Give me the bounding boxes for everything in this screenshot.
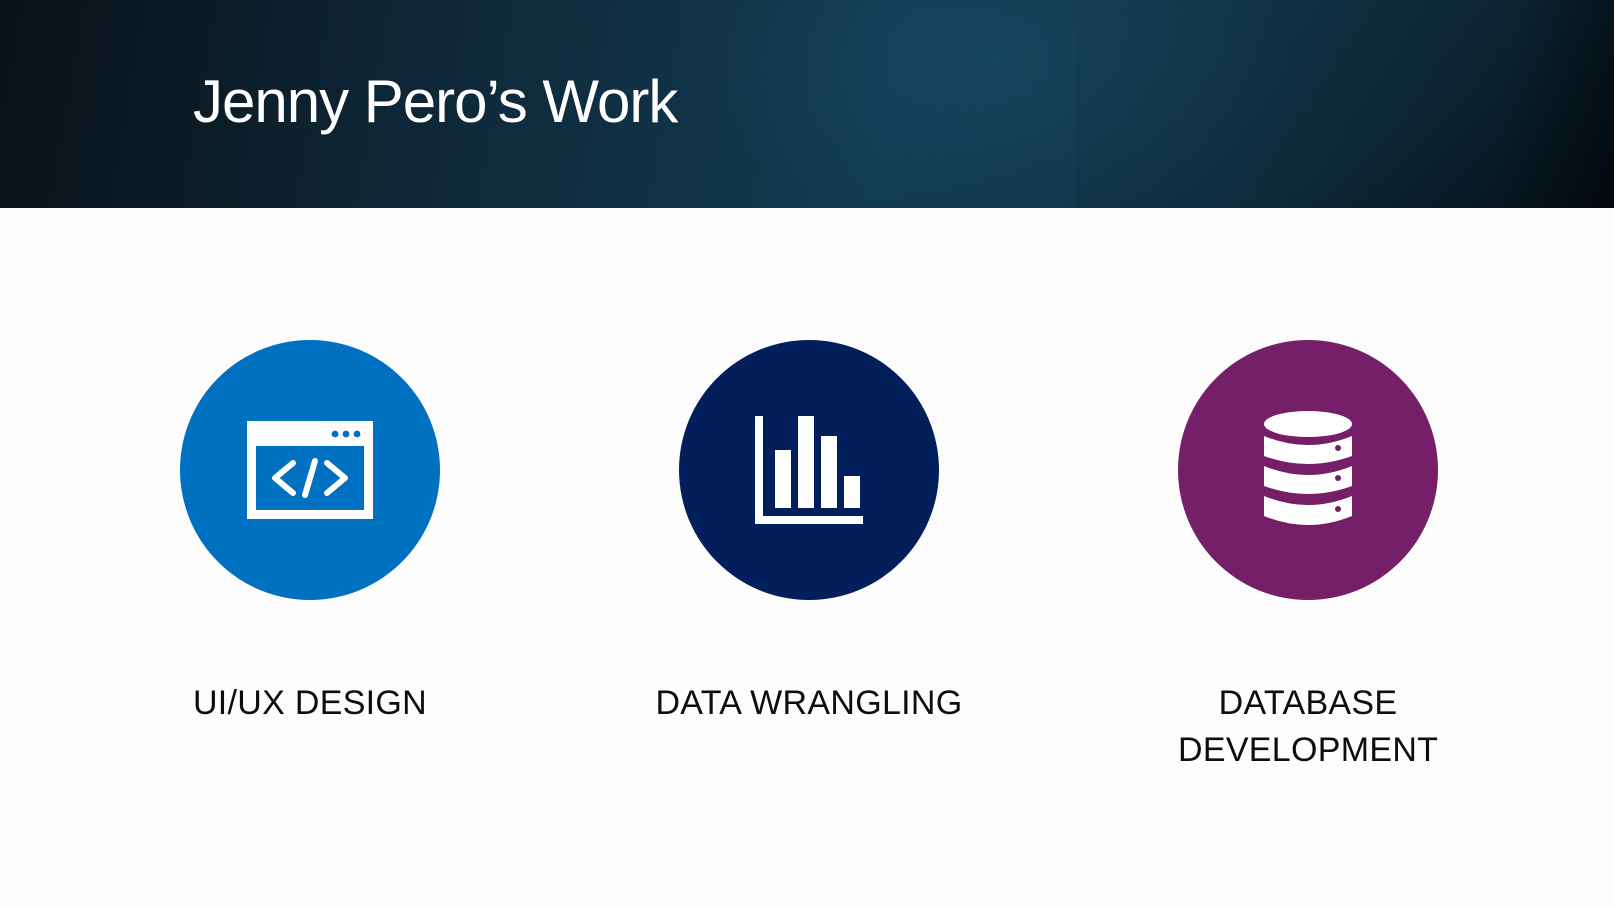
code-window-icon (247, 421, 373, 519)
slide-title: Jenny Pero’s Work (193, 68, 678, 135)
ui-ux-icon-circle (180, 340, 440, 600)
bar-chart-icon (755, 416, 863, 524)
skill-label: DATA WRANGLING (655, 684, 963, 722)
skill-card-ui-ux-design: UI/UX DESIGN (100, 340, 520, 790)
skill-card-data-wrangling: DATA WRANGLING (599, 340, 1019, 790)
database-icon (1262, 410, 1354, 530)
database-icon-circle (1178, 340, 1438, 600)
skill-card-database-development: DATABASE DEVELOPMENT (1098, 340, 1518, 790)
skill-label: DATABASE DEVELOPMENT (1178, 684, 1439, 769)
title-banner: Jenny Pero’s Work (0, 0, 1614, 208)
data-wrangling-icon-circle (679, 340, 939, 600)
skill-label: UI/UX DESIGN (192, 684, 428, 722)
banner-right-panel (1076, 0, 1614, 208)
